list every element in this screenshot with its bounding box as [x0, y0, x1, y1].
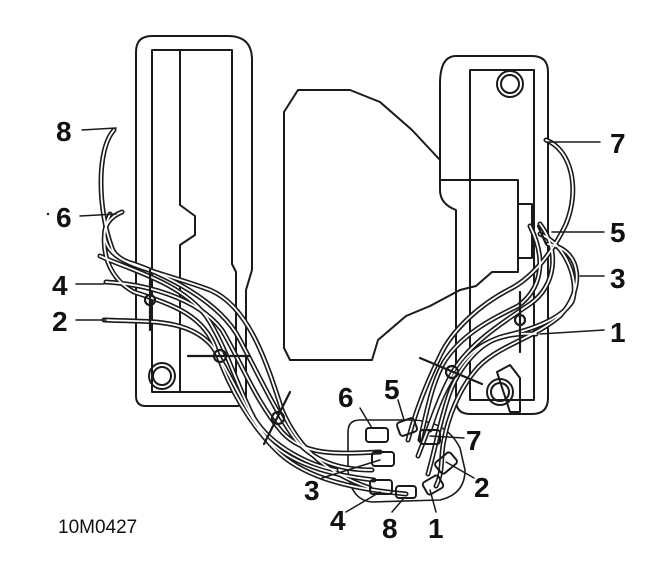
- label-dist-5: 5: [384, 374, 400, 405]
- label-right-5: 5: [610, 217, 626, 248]
- label-dist-1: 1: [428, 513, 444, 544]
- label-left-8: 8: [56, 116, 72, 147]
- stray-mark: [46, 212, 50, 216]
- figure-reference-code: 10M0427: [58, 517, 137, 538]
- right-cylinder-bank: [439, 55, 549, 415]
- label-right-1: 1: [610, 317, 626, 348]
- left-cylinder-bank: [135, 35, 253, 407]
- label-left-4: 4: [52, 270, 68, 301]
- label-left-6: 6: [56, 202, 72, 233]
- label-dist-6: 6: [338, 382, 354, 413]
- label-right-7: 7: [610, 128, 626, 159]
- label-dist-3: 3: [304, 475, 320, 506]
- right-bank-bolt-top: [496, 70, 524, 98]
- label-dist-8: 8: [382, 513, 398, 544]
- lead-clips: [143, 224, 548, 446]
- label-right-3: 3: [610, 263, 626, 294]
- leader-lines: [75, 127, 605, 513]
- distributor-cap: [347, 419, 466, 503]
- label-dist-2: 2: [474, 472, 490, 503]
- left-bank-bolt: [148, 362, 176, 390]
- label-left-2: 2: [52, 306, 68, 337]
- label-dist-4: 4: [330, 505, 346, 536]
- lead-bundle-right: [405, 137, 580, 489]
- label-dist-7: 7: [466, 425, 482, 456]
